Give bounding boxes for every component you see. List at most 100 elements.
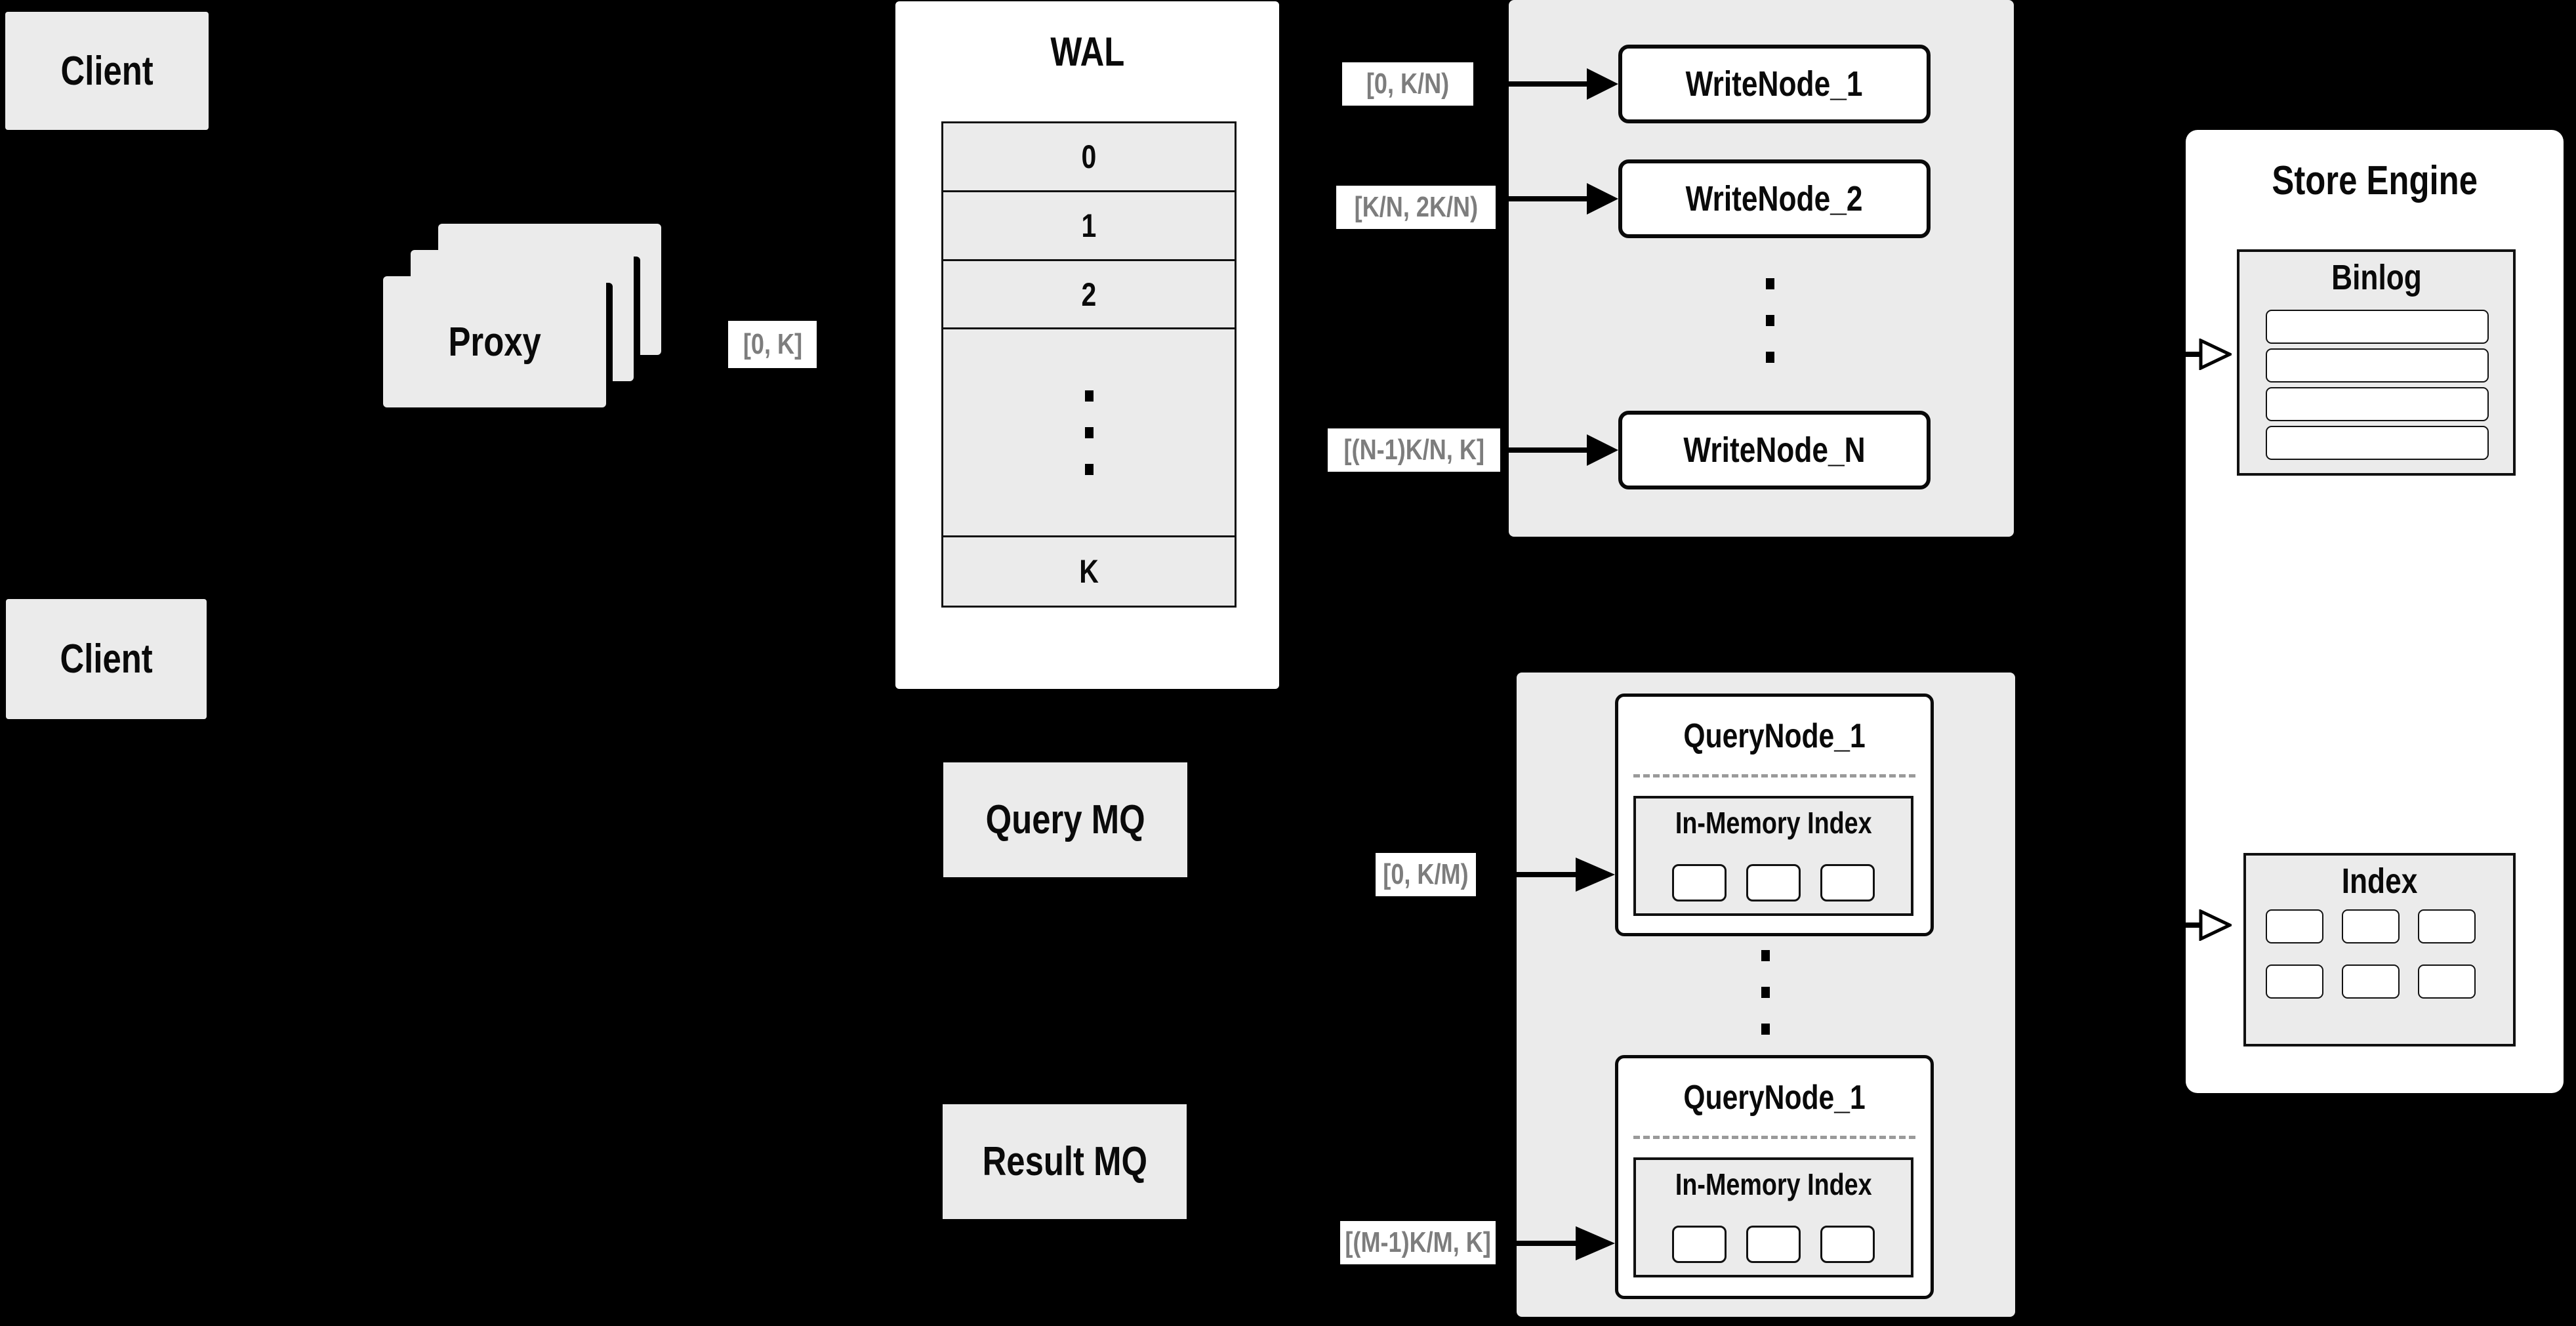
- index-cell: [2342, 964, 2400, 999]
- arrow-line-query-1: [1477, 872, 1577, 877]
- result-mq-box: Result MQ: [943, 1104, 1187, 1219]
- querynode-ellipsis-icon: [1761, 950, 1770, 1035]
- store-engine-title: Store Engine: [2272, 158, 2478, 203]
- in-memory-index-bottom-box: In-Memory Index: [1633, 1157, 1913, 1277]
- wal-row-2-label: 2: [1081, 276, 1097, 313]
- arrow-head-query-m-icon: [1576, 1226, 1615, 1260]
- range-chip-write-n-label: [(N-1)K/N, K]: [1343, 434, 1484, 466]
- wal-title: WAL: [1050, 30, 1124, 75]
- arrow-line-write-1: [1475, 81, 1587, 87]
- range-chip-write-2: [K/N, 2K/N): [1336, 186, 1496, 229]
- arrow-line-index: [2144, 922, 2201, 928]
- vertical-ellipsis-icon: [1084, 390, 1094, 475]
- index-cell: [2418, 909, 2476, 943]
- index-grid-row: [2266, 909, 2476, 943]
- writenode-2-label: WriteNode_2: [1686, 179, 1863, 218]
- in-memory-index-bottom-title: In-Memory Index: [1675, 1167, 1872, 1201]
- segment-cell: [1672, 1226, 1727, 1263]
- arrow-head-write-n-icon: [1587, 434, 1618, 466]
- client-bottom-label: Client: [60, 636, 153, 682]
- in-memory-index-bottom-title-wrap: In-Memory Index: [1636, 1167, 1911, 1202]
- query-mq-label: Query MQ: [985, 797, 1145, 842]
- binlog-box: Binlog: [2237, 249, 2516, 476]
- proxy-label: Proxy: [448, 319, 541, 365]
- arrow-head-query-1-icon: [1576, 858, 1615, 892]
- index-cell: [2342, 909, 2400, 943]
- arrow-head-binlog-hollow-icon: [2199, 339, 2232, 370]
- wal-row-1: 1: [941, 190, 1237, 261]
- in-memory-index-top-title: In-Memory Index: [1675, 806, 1872, 840]
- binlog-row: [2266, 426, 2489, 460]
- arrow-head-write-2-icon: [1587, 183, 1618, 215]
- writenode-1-label: WriteNode_1: [1686, 64, 1863, 104]
- in-memory-index-top-segments: [1636, 864, 1911, 901]
- segment-cell: [1820, 864, 1875, 901]
- index-cell: [2266, 964, 2323, 999]
- index-grid: [2266, 909, 2476, 999]
- query-mq-box: Query MQ: [943, 762, 1187, 877]
- querynode-top-divider: [1633, 774, 1915, 777]
- wal-row-k-label: K: [1079, 553, 1099, 590]
- segment-cell: [1672, 864, 1727, 901]
- writenode-2-box: WriteNode_2: [1618, 159, 1931, 238]
- result-mq-label: Result MQ: [982, 1139, 1147, 1184]
- index-cell: [2266, 909, 2323, 943]
- segment-cell: [1820, 1226, 1875, 1263]
- binlog-row: [2266, 387, 2489, 421]
- wal-row-k: K: [941, 535, 1237, 608]
- client-top-box: Client: [5, 12, 209, 130]
- wal-row-0-label: 0: [1081, 138, 1097, 175]
- range-chip-query-m: [(M-1)K/M, K]: [1340, 1221, 1496, 1264]
- in-memory-index-top-title-wrap: In-Memory Index: [1636, 805, 1911, 840]
- wal-row-1-label: 1: [1081, 207, 1097, 244]
- range-chip-query-m-label: [(M-1)K/M, K]: [1345, 1226, 1491, 1258]
- arrow-head-write-1-icon: [1587, 68, 1618, 100]
- binlog-title: Binlog: [2331, 258, 2422, 297]
- querynode-top-box: QueryNode_1 In-Memory Index: [1615, 694, 1934, 936]
- in-memory-index-bottom-segments: [1636, 1226, 1911, 1263]
- writenode-1-box: WriteNode_1: [1618, 45, 1931, 123]
- segment-cell: [1746, 864, 1801, 901]
- wal-title-wrap: WAL: [895, 29, 1279, 75]
- index-title: Index: [2341, 861, 2418, 901]
- querynode-top-title: QueryNode_1: [1683, 717, 1866, 755]
- arrow-line-query-m: [1497, 1241, 1577, 1246]
- binlog-row: [2266, 348, 2489, 383]
- index-box: Index: [2243, 853, 2516, 1046]
- binlog-rows: [2266, 310, 2489, 460]
- range-chip-write-1: [0, K/N): [1342, 62, 1473, 106]
- querynode-top-title-wrap: QueryNode_1: [1618, 716, 1931, 756]
- range-chip-write-1-label: [0, K/N): [1366, 68, 1450, 100]
- writenode-n-label: WriteNode_N: [1683, 430, 1866, 470]
- arrow-line-write-n: [1502, 447, 1587, 453]
- store-engine-box: Store Engine Binlog Index: [2186, 130, 2564, 1093]
- writenode-n-box: WriteNode_N: [1618, 411, 1931, 489]
- range-chip-query-1-label: [0, K/M): [1383, 858, 1469, 890]
- binlog-row: [2266, 310, 2489, 344]
- range-chip-proxy: [0, K]: [728, 321, 817, 368]
- store-engine-title-wrap: Store Engine: [2186, 157, 2564, 204]
- index-cell: [2418, 964, 2476, 999]
- range-chip-write-2-label: [K/N, 2K/N): [1354, 191, 1478, 223]
- arrow-line-write-2: [1497, 196, 1587, 201]
- in-memory-index-top-box: In-Memory Index: [1633, 796, 1913, 916]
- client-top-label: Client: [60, 48, 153, 94]
- wal-row-0: 0: [941, 121, 1237, 192]
- index-title-wrap: Index: [2246, 861, 2513, 901]
- querynode-bottom-title-wrap: QueryNode_1: [1618, 1078, 1931, 1117]
- arrow-line-binlog: [2144, 352, 2201, 357]
- wal-row-ellipsis: [941, 327, 1237, 537]
- range-chip-proxy-label: [0, K]: [743, 328, 802, 360]
- writenode-ellipsis-icon: [1766, 278, 1774, 363]
- wal-row-2: 2: [941, 259, 1237, 329]
- querynode-bottom-box: QueryNode_1 In-Memory Index: [1615, 1055, 1934, 1299]
- arrow-head-index-hollow-icon: [2199, 909, 2232, 941]
- querynode-bottom-divider: [1633, 1136, 1915, 1139]
- range-chip-query-1: [0, K/M): [1376, 853, 1476, 896]
- binlog-title-wrap: Binlog: [2239, 257, 2513, 298]
- index-grid-row: [2266, 964, 2476, 999]
- segment-cell: [1746, 1226, 1801, 1263]
- range-chip-write-n: [(N-1)K/N, K]: [1328, 428, 1500, 472]
- wal-table: 0 1 2 K: [941, 121, 1237, 608]
